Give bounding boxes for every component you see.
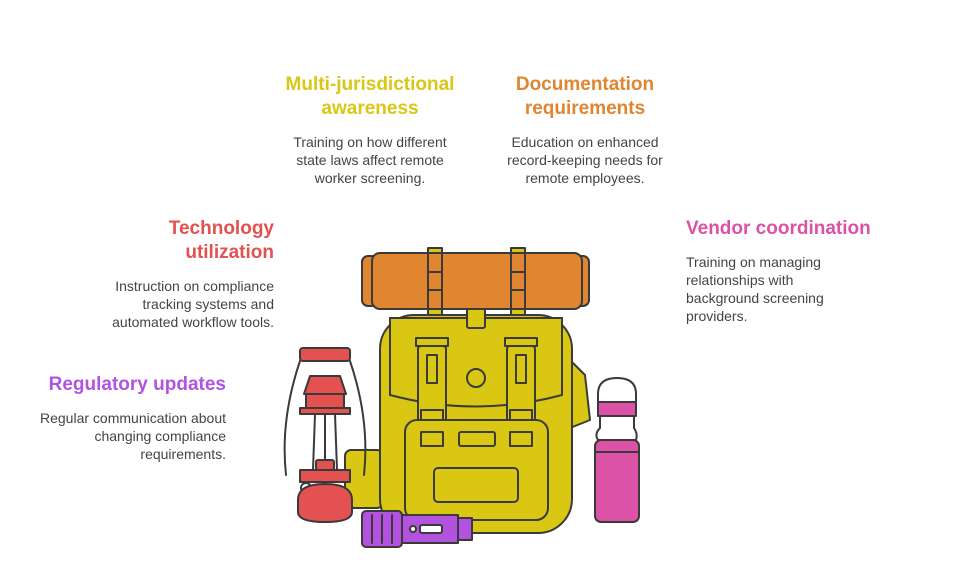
item-title: Technology utilization (168, 218, 274, 263)
item-documentation: Documentation requirements Education on … (495, 73, 675, 187)
item-description: Regular communication about changing com… (40, 410, 226, 462)
item-title: Vendor coordination (686, 218, 871, 239)
item-regulatory: Regulatory updates Regular communication… (34, 373, 226, 463)
flashlight-icon (361, 510, 473, 548)
item-technology: Technology utilization Instruction on co… (84, 217, 274, 331)
item-title: Regulatory updates (48, 374, 226, 395)
backpack-icon (344, 247, 591, 534)
backpack-illustration (283, 247, 640, 548)
item-description: Education on enhanced record-keeping nee… (507, 134, 663, 186)
item-description: Instruction on compliance tracking syste… (112, 278, 274, 330)
item-title: Documentation requirements (515, 74, 655, 119)
item-description: Training on how different state laws aff… (293, 134, 447, 186)
item-multi-jurisdictional: Multi-jurisdictional awareness Training … (270, 73, 470, 187)
item-vendor: Vendor coordination Training on managing… (686, 217, 886, 325)
item-description: Training on managing relationships with … (686, 254, 824, 324)
item-title: Multi-jurisdictional awareness (285, 74, 455, 119)
water-bottle-icon (594, 377, 640, 523)
lantern-icon (283, 347, 367, 523)
